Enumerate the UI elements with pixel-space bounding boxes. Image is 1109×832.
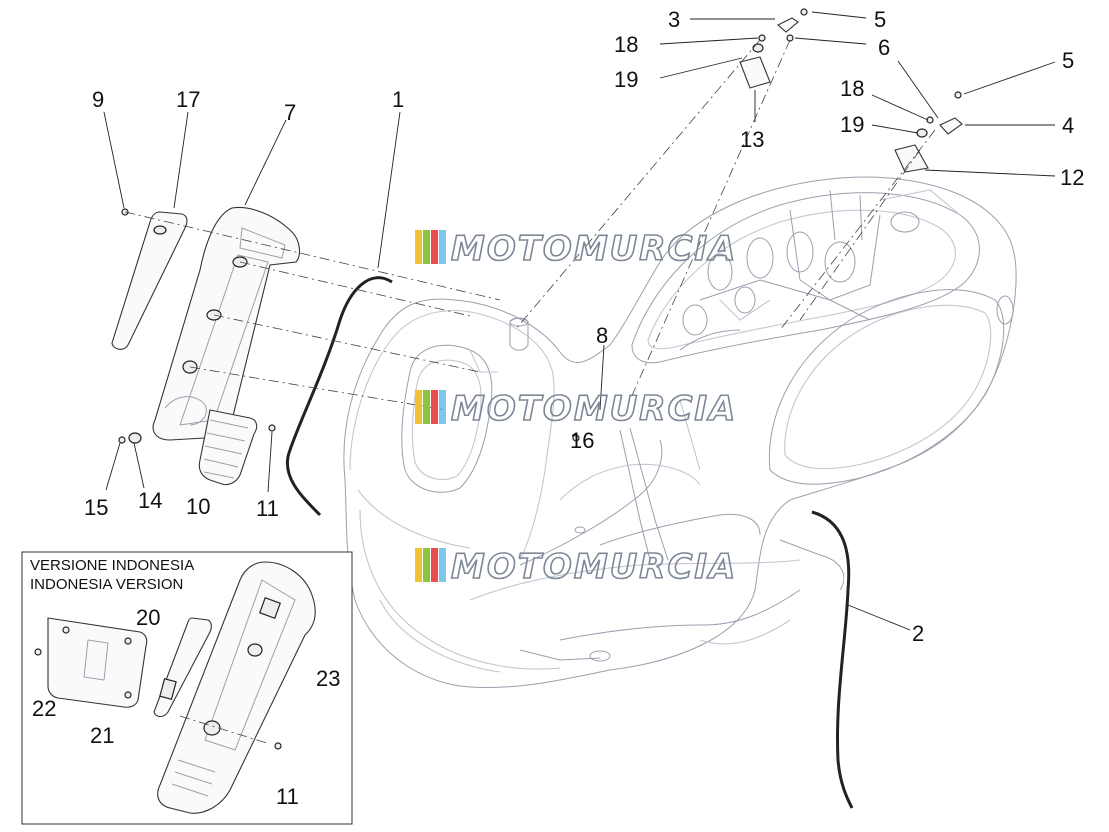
- callout-1: 1: [392, 87, 404, 112]
- callout-10: 10: [186, 494, 210, 519]
- callout-20: 20: [136, 605, 160, 630]
- watermark-text: MOTOMURCIA: [451, 389, 737, 429]
- part-1-edge-trim: [285, 276, 395, 517]
- callout-18: 18: [614, 32, 638, 57]
- callout-15: 15: [84, 495, 108, 520]
- callout-12: 12: [1060, 165, 1084, 190]
- callout-14: 14: [138, 488, 162, 513]
- callout-16: 16: [570, 428, 594, 453]
- callout-23: 23: [316, 666, 340, 691]
- callout-21: 21: [90, 723, 114, 748]
- callout-11: 11: [276, 784, 299, 809]
- callout-2: 2: [912, 621, 924, 646]
- inset-title-line1: VERSIONE INDONESIA: [30, 557, 194, 574]
- callout-19: 19: [840, 112, 864, 137]
- callout-5: 5: [874, 7, 886, 32]
- callout-17: 17: [176, 87, 200, 112]
- fasteners-small: [118, 8, 963, 444]
- callout-18: 18: [840, 76, 864, 101]
- part-17-horn-cover: [111, 211, 188, 350]
- part-2-edge-trim: [811, 510, 854, 809]
- center-lines: [124, 39, 936, 411]
- watermark-text: MOTOMURCIA: [451, 229, 737, 269]
- watermark-3: MOTOMURCIA: [415, 546, 737, 588]
- callout-3: 3: [668, 7, 680, 32]
- callout-5: 5: [1062, 48, 1074, 73]
- callout-8: 8: [596, 323, 608, 348]
- part-10-grille: [198, 409, 258, 486]
- callout-6: 6: [878, 35, 890, 60]
- watermark-1: MOTOMURCIA: [415, 228, 737, 270]
- inset-indonesia-version: VERSIONE INDONESIA INDONESIA VERSION: [21, 551, 353, 825]
- callout-7: 7: [284, 100, 296, 125]
- inset-title-line2: INDONESIA VERSION: [30, 576, 183, 593]
- callout-11: 11: [256, 496, 279, 521]
- callout-19: 19: [614, 67, 638, 92]
- scooter-body-frame: [343, 176, 1017, 688]
- watermark-2: MOTOMURCIA: [415, 388, 737, 430]
- watermark-text: MOTOMURCIA: [451, 547, 737, 587]
- callout-13: 13: [740, 127, 764, 152]
- callout-labels: 3 5 18 6 19 5 18 13 19 4 12 9 17 7 1 8 1…: [32, 7, 1084, 809]
- callout-4: 4: [1062, 113, 1074, 138]
- callout-22: 22: [32, 696, 56, 721]
- callout-9: 9: [92, 87, 104, 112]
